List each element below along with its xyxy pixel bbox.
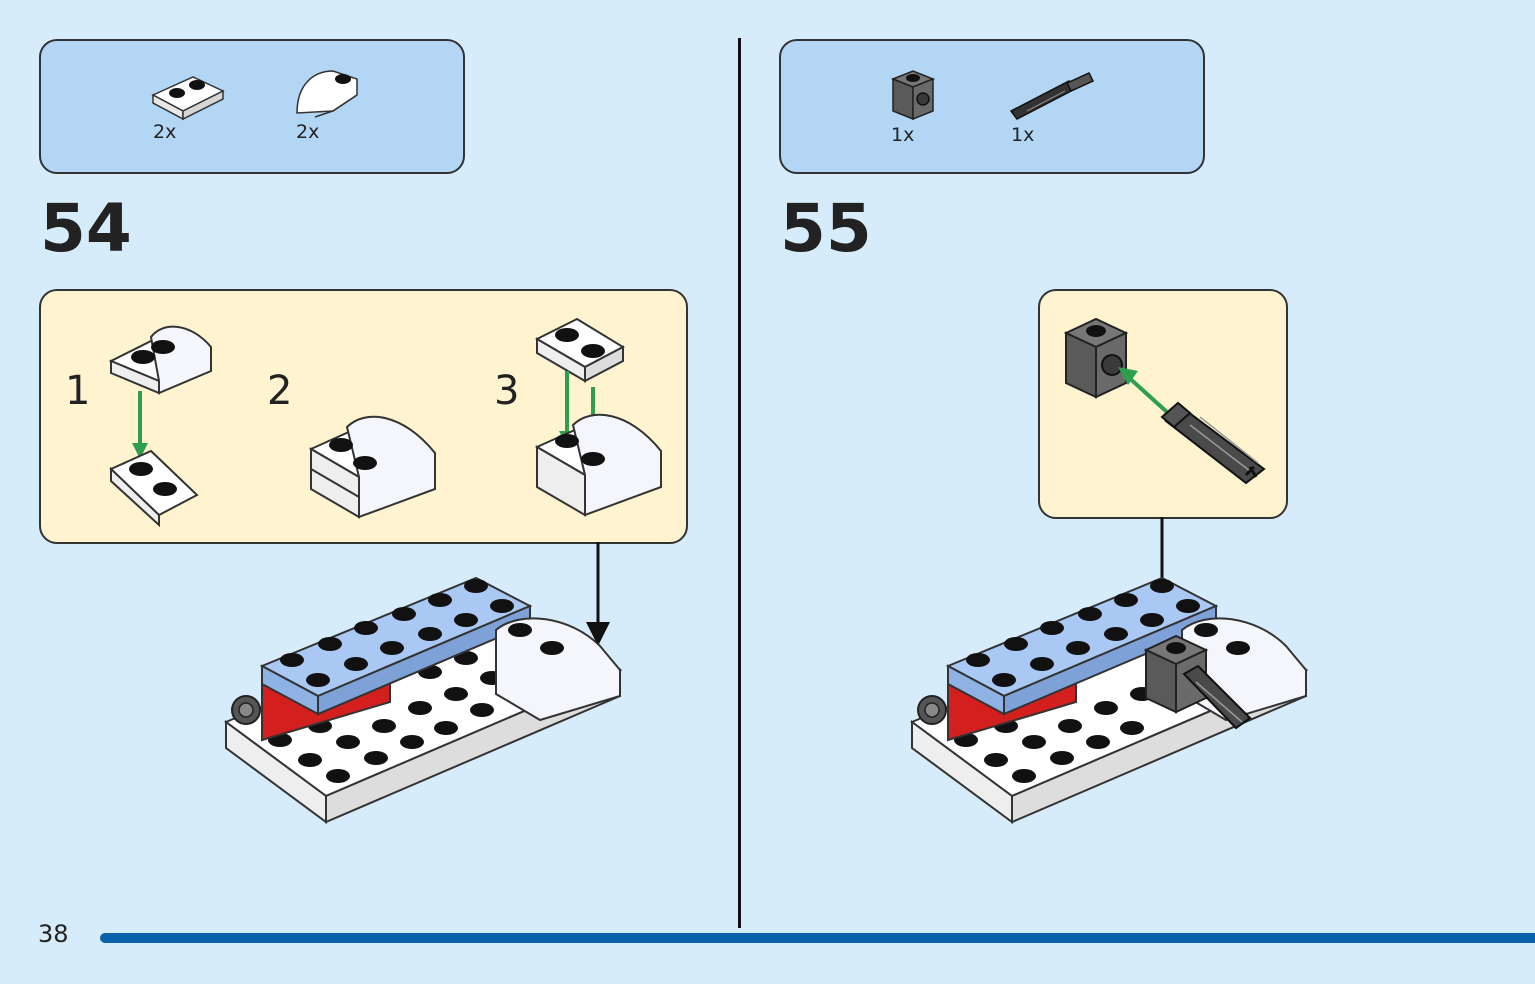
- part-count: 1x: [1011, 124, 1035, 146]
- axle-into-technic-brick-illustration: [1063, 317, 1266, 485]
- model-assembly-step-55: [909, 576, 1309, 824]
- sub-step-number: 3: [494, 368, 520, 414]
- column-divider: [738, 38, 741, 928]
- sub-assembly-callout: 1 2 3: [39, 289, 688, 544]
- step-number: 54: [40, 190, 132, 267]
- part-count: 2x: [153, 121, 177, 143]
- page-number: 38: [38, 920, 69, 948]
- white-plate-1x2-icon: [151, 76, 225, 121]
- model-assembly-step-54: [223, 576, 623, 824]
- plate-onto-slopes-illustration: [534, 317, 662, 517]
- sub-step-number: 2: [267, 368, 293, 414]
- parts-list-step-55: 1x 1x: [779, 39, 1205, 174]
- sub-step-number: 1: [65, 368, 91, 414]
- white-curved-slope-icon: [296, 70, 358, 118]
- page-footer-bar: [100, 933, 1535, 943]
- part-count: 1x: [891, 124, 915, 146]
- step-number: 55: [780, 190, 872, 267]
- part-count: 2x: [296, 121, 320, 143]
- curved-slope-on-plate-illustration: [108, 325, 212, 528]
- stacked-curved-slopes-illustration: [308, 415, 436, 519]
- black-axle-connector-icon: [1009, 72, 1095, 120]
- dark-gray-technic-brick-icon: [890, 70, 936, 121]
- sub-assembly-callout: [1038, 289, 1288, 519]
- callout-arrow: [586, 542, 610, 646]
- parts-list-step-54: 2x 2x: [39, 39, 465, 174]
